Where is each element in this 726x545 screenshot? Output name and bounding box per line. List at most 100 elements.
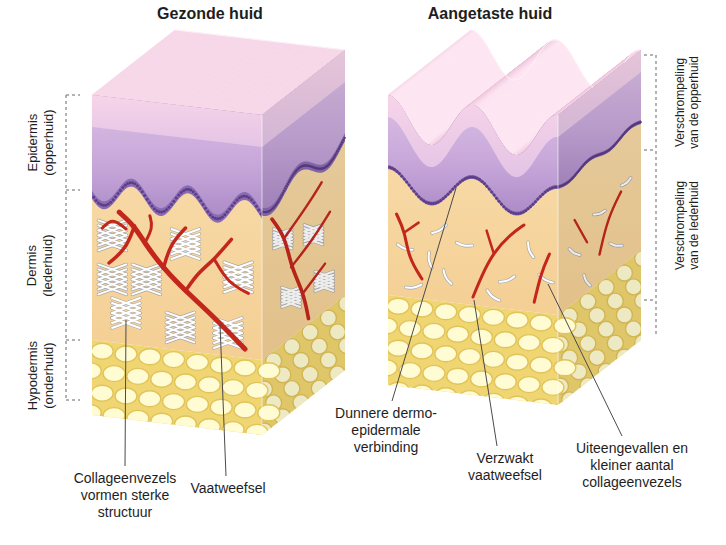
basal-cell [231, 204, 234, 207]
collagen-outline [528, 242, 533, 257]
basal-layer [92, 95, 262, 223]
basal-cell [502, 205, 505, 208]
annotations [66, 55, 656, 476]
basal-cell [170, 203, 173, 206]
fat-cells [363, 295, 575, 417]
collagen-fiber [132, 264, 160, 274]
collagen-fiber [98, 269, 126, 279]
fat-cell [234, 402, 256, 418]
basal-cell [209, 213, 212, 216]
basal-cell [95, 199, 98, 202]
basal-cell [534, 200, 537, 203]
collagen-fiber [98, 220, 126, 230]
collagen-fiber [166, 322, 194, 332]
layer-bracket [65, 95, 67, 400]
basal-cell [490, 190, 493, 193]
fat-cell [375, 360, 397, 376]
basal-cell [524, 209, 527, 212]
fat-cell [258, 363, 280, 379]
collagen-outline [166, 332, 194, 342]
surface-edge [175, 30, 345, 50]
basal-cell [223, 213, 226, 216]
fat-cell [222, 380, 244, 396]
collagen-fragment [397, 244, 412, 249]
fat-cell [542, 379, 564, 395]
fat-cell [411, 343, 433, 359]
collagen-fiber [132, 284, 160, 294]
basal-cell [451, 188, 454, 191]
basal-cell [116, 192, 119, 195]
fat-cell [363, 379, 385, 395]
fat-cell [175, 416, 197, 432]
basal-cell [446, 193, 449, 196]
fat-cell [186, 396, 208, 412]
fat-cell [127, 368, 149, 384]
basal-cell [206, 210, 209, 213]
fat-cell [79, 363, 101, 379]
basal-cell [255, 205, 258, 208]
basal-cell [541, 193, 544, 196]
collagen-fragment [457, 243, 473, 246]
side-face [247, 50, 354, 439]
collagen-fiber [172, 244, 200, 254]
change-label: Verschrompeling van de lederhuid [673, 170, 702, 280]
fat-cell [175, 374, 197, 390]
bracket-tick [66, 94, 80, 96]
collagen-fiber [98, 284, 126, 294]
basal-cell [201, 203, 204, 206]
basal-cell [165, 208, 168, 211]
collagen-fragment [444, 270, 452, 284]
basal-cell [153, 207, 156, 210]
blood-vessel [163, 228, 185, 268]
basal-cell [97, 201, 100, 204]
basal-cell [536, 198, 539, 201]
blood-vessel [487, 231, 494, 253]
fat-cell [543, 406, 559, 422]
collagen-fiber [98, 235, 126, 245]
blood-vessel [102, 221, 126, 229]
fat-cell [423, 323, 445, 339]
basal-cell [405, 180, 408, 183]
collagen-fiber [224, 262, 252, 272]
collagen-outline [166, 332, 194, 342]
dermis-layer [388, 95, 558, 315]
fat-cell [506, 354, 528, 370]
basal-cell [221, 215, 224, 218]
collagen-fragment [499, 276, 514, 281]
basal-cell [529, 205, 532, 208]
collagen-fragment [406, 285, 422, 288]
basal-cell [107, 203, 110, 206]
fat-cell [186, 354, 208, 370]
fat-cell [363, 295, 385, 311]
collagen-fiber [112, 298, 140, 308]
blood-vessels [397, 214, 550, 302]
blood-vessel [145, 216, 152, 243]
basal-cell [192, 190, 195, 193]
blood-vessel [109, 226, 135, 263]
panel-title: Gezonde huid [125, 4, 295, 23]
blood-vessel [186, 239, 232, 291]
layer-name: Dermis (lederhuid) [24, 215, 55, 315]
collagen-fiber [98, 284, 126, 294]
fat-cell [234, 360, 256, 376]
basal-cell [505, 207, 508, 210]
basal-cell [114, 195, 117, 198]
basal-cell [493, 194, 496, 197]
collagen-fragment [429, 252, 432, 268]
basal-cell [444, 195, 447, 198]
fat-cell [67, 340, 89, 356]
fat-cell [435, 388, 457, 404]
bracket-tick [644, 149, 656, 151]
fat-cell [554, 360, 576, 376]
basal-cell [539, 195, 542, 198]
basal-cell [459, 181, 462, 184]
fat-cell [459, 391, 481, 407]
basal-cell [199, 199, 202, 202]
basal-cell [204, 207, 207, 210]
collagen-fiber [98, 235, 126, 245]
collagen-outline [172, 249, 200, 259]
fat-cell [258, 405, 280, 421]
leader-line [220, 324, 226, 476]
